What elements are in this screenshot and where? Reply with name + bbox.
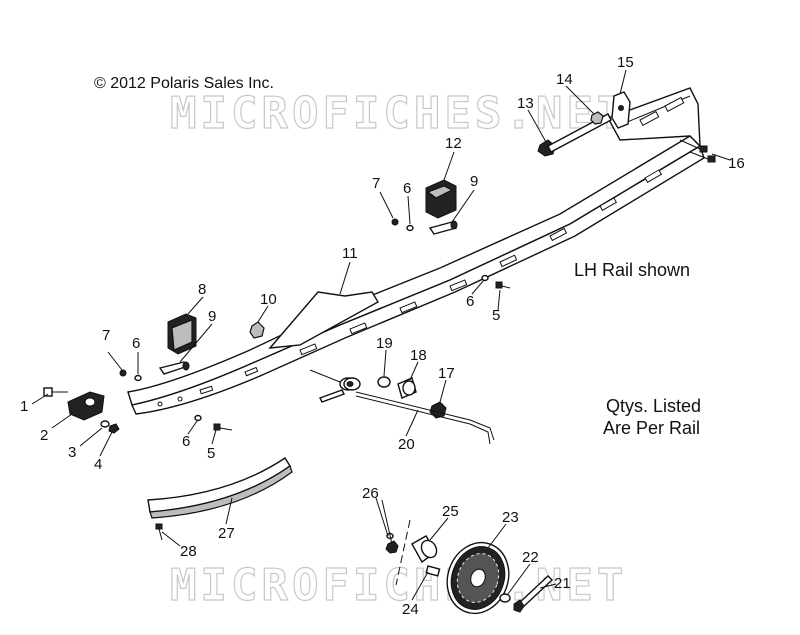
callout-28: 28 xyxy=(180,543,197,560)
callout-26: 26 xyxy=(362,485,379,502)
spacer-9-right xyxy=(428,220,458,235)
qty-note-line1: Qtys. Listed xyxy=(606,396,701,416)
bushing-18 xyxy=(397,377,417,399)
callout-25: 25 xyxy=(442,503,459,520)
leader-lines xyxy=(31,69,731,601)
callout-27: 27 xyxy=(218,525,235,542)
fasteners-26 xyxy=(385,532,399,554)
axle-25 xyxy=(411,535,438,564)
slide-rail xyxy=(127,87,705,415)
callout-9-left: 9 xyxy=(208,308,216,325)
callout-16: 16 xyxy=(728,155,745,172)
callout-19: 19 xyxy=(376,335,393,352)
bolt-5-lower xyxy=(213,423,233,431)
callout-10: 10 xyxy=(260,291,277,308)
callout-24: 24 xyxy=(402,601,419,618)
callout-5-right: 5 xyxy=(492,307,500,324)
qty-note-line2: Are Per Rail xyxy=(603,418,700,438)
rail-tip-bumper xyxy=(67,391,105,421)
callout-20: 20 xyxy=(398,436,415,453)
nut-17 xyxy=(429,401,447,419)
callout-5-lower: 5 xyxy=(207,445,215,462)
bolt-1 xyxy=(43,387,68,397)
spacer-9-left xyxy=(158,361,190,375)
nut-14 xyxy=(590,111,604,125)
watermark-top: MICROFICHES.NET xyxy=(170,88,627,139)
washer-6-left xyxy=(134,374,142,382)
callout-23: 23 xyxy=(502,509,519,526)
copyright-text: © 2012 Polaris Sales Inc. xyxy=(94,75,274,92)
screw-28 xyxy=(155,523,163,541)
callout-22: 22 xyxy=(522,549,539,566)
callout-14: 14 xyxy=(556,71,573,88)
washer-3 xyxy=(100,420,110,428)
callout-2: 2 xyxy=(40,427,48,444)
callout-7-right: 7 xyxy=(372,175,380,192)
callout-11: 11 xyxy=(342,245,358,262)
callout-labels: 1 2 3 4 5 5 6 6 6 6 7 7 8 9 9 10 11 12 1… xyxy=(20,54,745,618)
washer-6-upper xyxy=(406,224,414,232)
bracket-15 xyxy=(611,91,631,129)
spacer-24 xyxy=(425,565,441,577)
callout-21: 21 xyxy=(554,575,571,592)
callout-9-right: 9 xyxy=(470,173,478,190)
callout-13: 13 xyxy=(517,95,534,112)
rail-slots xyxy=(157,96,685,407)
bolt-5-right xyxy=(495,281,511,289)
washer-6-lower xyxy=(194,414,202,422)
callout-6-right: 6 xyxy=(466,293,474,310)
callout-17: 17 xyxy=(438,365,455,382)
spring-arm-20 xyxy=(309,369,495,445)
callout-4: 4 xyxy=(94,456,102,473)
washer-22 xyxy=(499,593,511,603)
callout-7-left: 7 xyxy=(102,327,110,344)
bolts-16 xyxy=(679,139,716,163)
screw-7-left xyxy=(119,369,127,377)
washer-6-right xyxy=(481,274,489,282)
nut-4 xyxy=(108,423,120,434)
rail-shown-note: LH Rail shown xyxy=(574,260,690,280)
block-8 xyxy=(167,313,197,355)
bolt-21 xyxy=(513,575,554,613)
torsion-spring xyxy=(319,377,361,403)
callout-18: 18 xyxy=(410,347,427,364)
callout-6-left: 6 xyxy=(132,335,140,352)
callout-12: 12 xyxy=(445,135,462,152)
callout-6-lower: 6 xyxy=(182,433,190,450)
callout-8: 8 xyxy=(198,281,206,298)
nut-10 xyxy=(249,321,265,339)
callout-15: 15 xyxy=(617,54,634,71)
callout-1: 1 xyxy=(20,398,28,415)
callout-3: 3 xyxy=(68,444,76,461)
wear-strip xyxy=(147,457,293,519)
bogie-wheel-23 xyxy=(446,541,510,615)
washer-19 xyxy=(377,376,391,388)
screw-7-right xyxy=(391,218,399,226)
axle-centerline xyxy=(395,519,411,586)
block-12 xyxy=(425,179,457,219)
callout-6-upper: 6 xyxy=(403,180,411,197)
